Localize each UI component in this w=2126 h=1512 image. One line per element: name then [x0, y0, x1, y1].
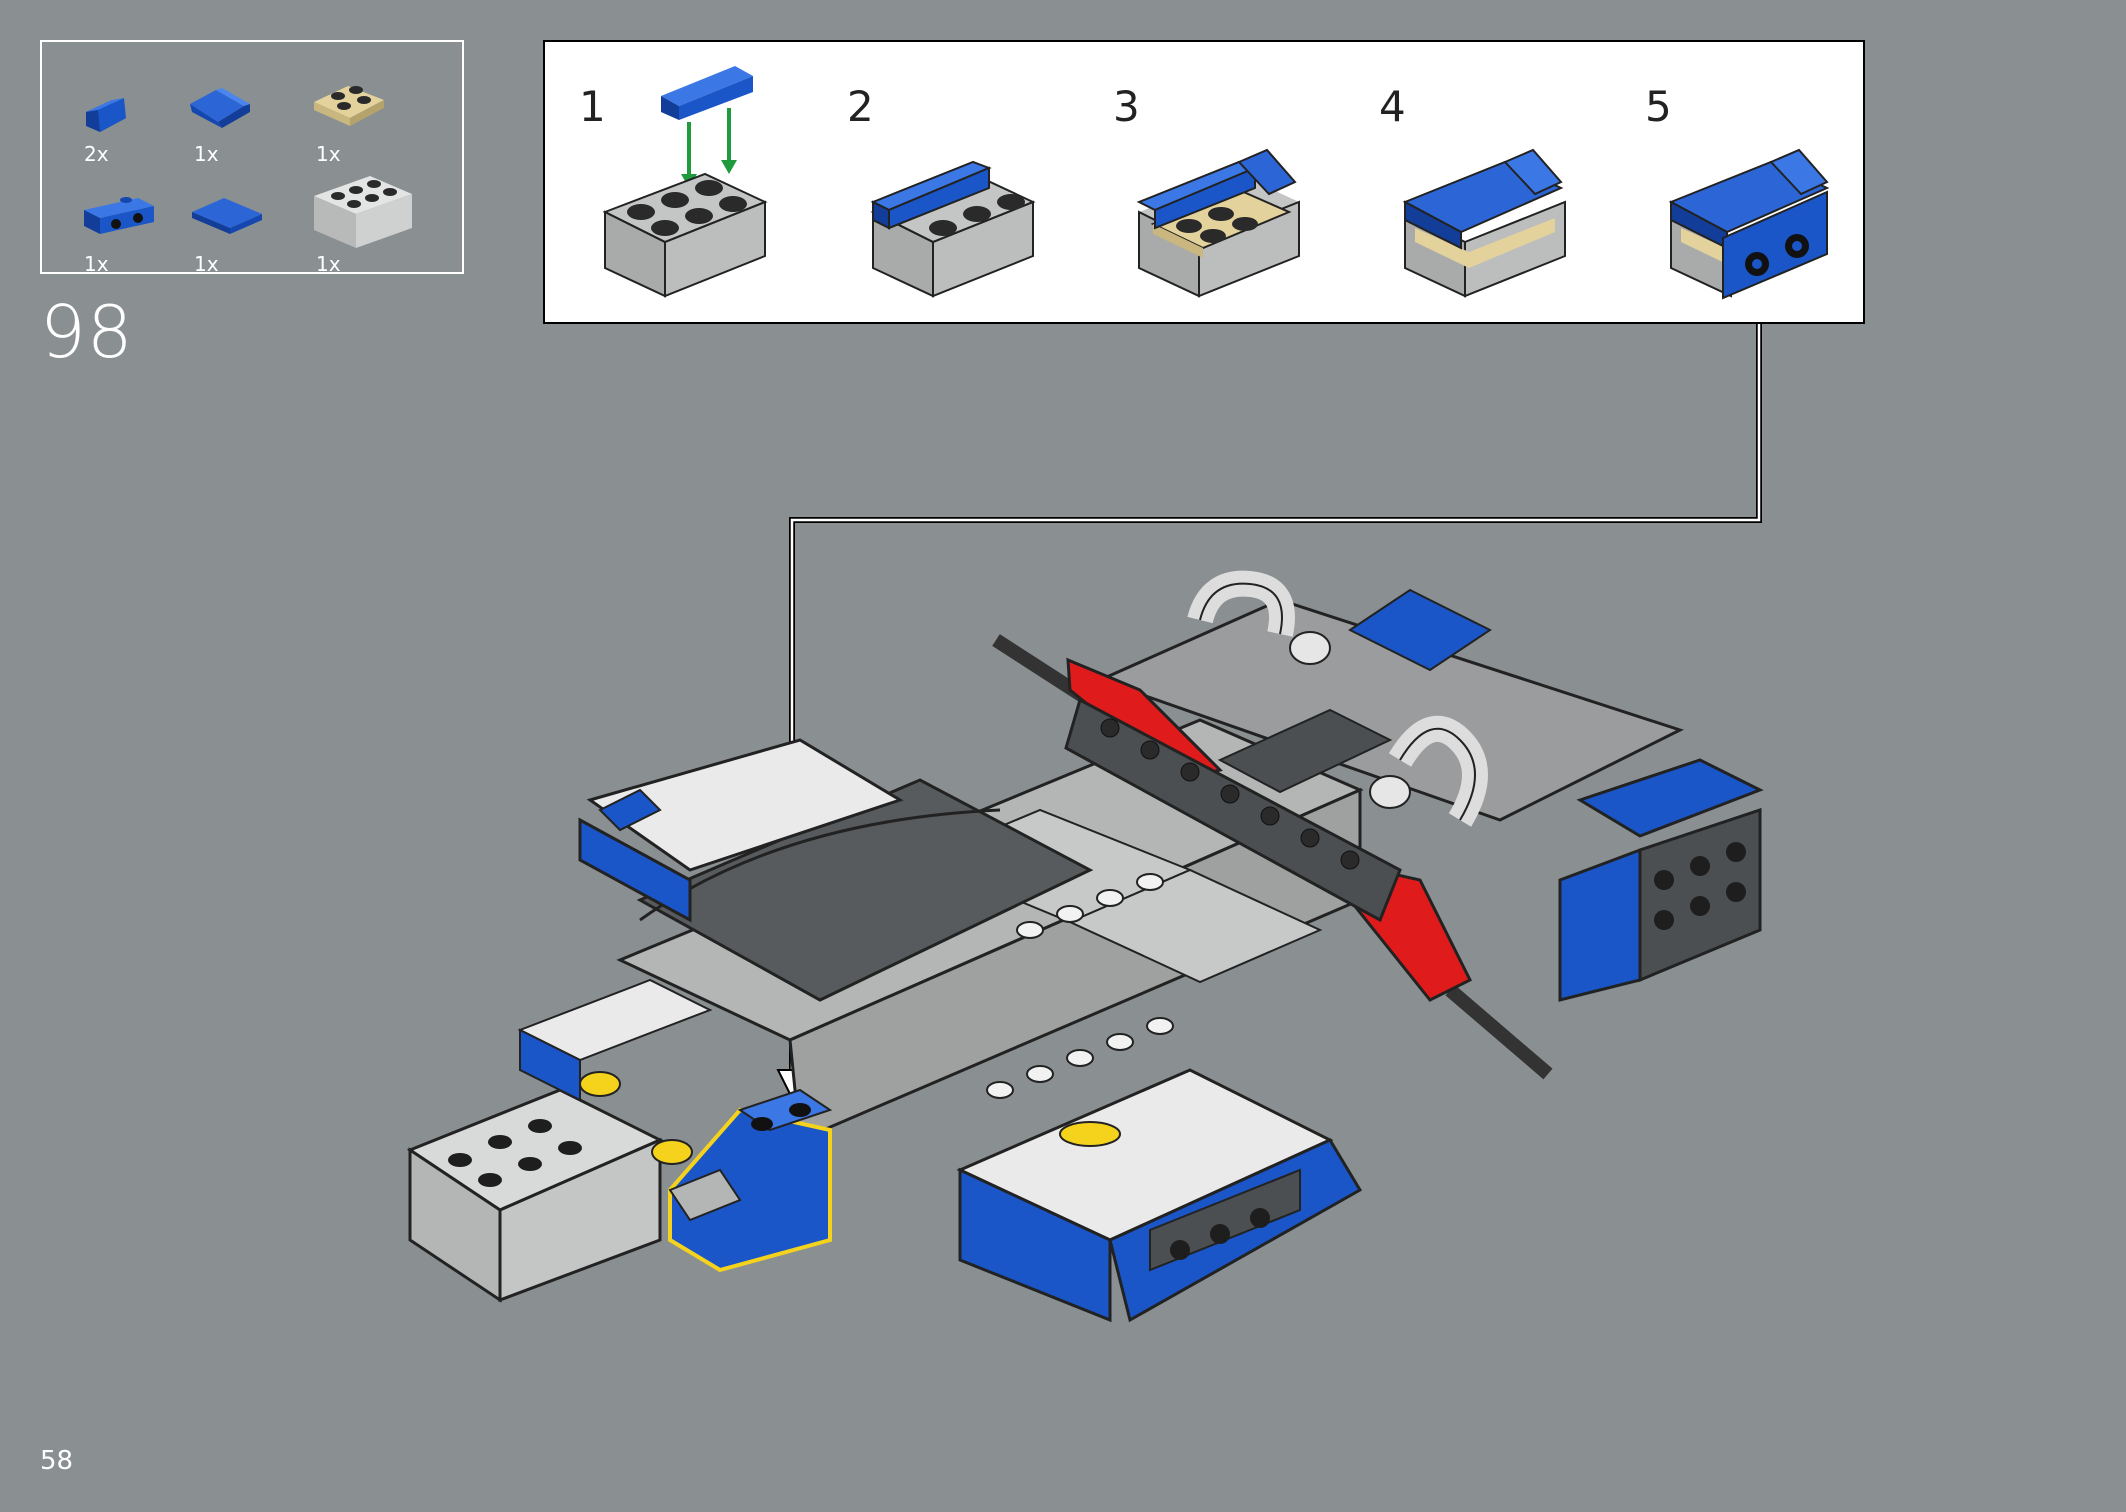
- sub-step-2: 2: [823, 42, 1083, 322]
- blue-slope-icon: [86, 98, 126, 132]
- parts-list: 2x 1x 1x 1x: [40, 40, 464, 276]
- part-gray-brick: 1x: [304, 152, 424, 276]
- sub-step-4: 4: [1355, 42, 1615, 322]
- sub-step-number: 1: [579, 82, 606, 131]
- part-quantity: 1x: [316, 252, 341, 276]
- page-number: 58: [40, 1446, 74, 1476]
- sub-step-3-illustration: [1136, 148, 1300, 298]
- sub-step-3: 3: [1089, 42, 1349, 322]
- part-blue-bracket: 1x: [72, 172, 192, 282]
- part-tan-plate: 1x: [304, 62, 424, 172]
- sub-step-5: 5: [1621, 42, 1881, 322]
- part-blue-slope-large: 1x: [182, 62, 302, 172]
- part-blue-slope: 2x: [72, 62, 192, 172]
- sub-step-5-illustration: [1668, 148, 1830, 300]
- sub-step-1: 1: [555, 42, 815, 322]
- sub-step-4-illustration: [1402, 148, 1566, 298]
- sub-step-1-illustration: [602, 66, 768, 298]
- part-quantity: 2x: [84, 142, 109, 166]
- sub-step-number: 2: [847, 82, 874, 131]
- part-blue-tile: 1x: [182, 172, 302, 282]
- sub-step-number: 5: [1645, 82, 1672, 131]
- part-quantity: 1x: [84, 252, 109, 276]
- gray-brick-icon: [314, 176, 412, 248]
- blue-slope-large-icon: [190, 88, 250, 128]
- part-quantity: 1x: [316, 142, 341, 166]
- blue-tile-icon: [192, 198, 262, 234]
- blue-bracket-icon: [84, 197, 154, 234]
- step-number: 98: [40, 290, 134, 374]
- part-quantity: 1x: [194, 142, 219, 166]
- part-quantity: 1x: [194, 252, 219, 276]
- sub-step-number: 3: [1113, 82, 1140, 131]
- sub-assembly-box: 1 2: [543, 40, 1865, 324]
- tan-plate-icon: [314, 86, 384, 126]
- sub-step-number: 4: [1379, 82, 1406, 131]
- sub-step-2-illustration: [870, 160, 1036, 298]
